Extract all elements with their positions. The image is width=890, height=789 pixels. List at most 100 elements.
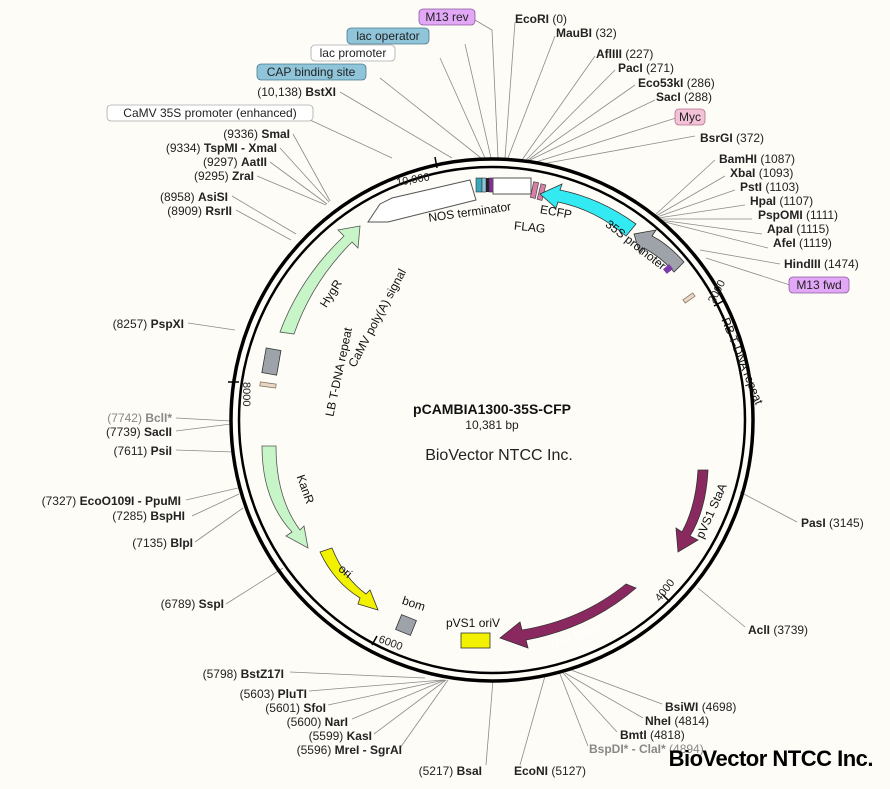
enzyme-zrai: (9295) ZraI [194,169,254,183]
enzyme-econi: EcoNI (5127) [514,764,586,778]
enzyme-paci: PacI (271) [618,61,674,75]
enzyme-pspxi: (8257) PspXI [113,317,184,331]
enzyme-saci: SacI (288) [656,90,712,104]
enzyme-tspmi-xmai: (9334) TspMI - XmaI [166,141,277,155]
enzyme-bamhi: BamHI (1087) [719,152,795,166]
lac-operator-tag: lac operator [356,29,419,43]
ecfp-arrow [539,183,637,237]
enzyme-rsrii: (8909) RsrII [167,204,232,218]
bom-box [395,614,417,636]
enzyme-bstxi: (10,138) BstXI [257,85,336,99]
enzyme-pspomi: PspOMI (1111) [758,208,838,222]
enzyme-blpi: (7135) BlpI [132,536,193,550]
enzyme-labels-right: EcoRI (0) MauBI (32) AflIII (227) PacI (… [514,12,864,778]
bom-label: bom [400,593,427,614]
enzyme-xbai: XbaI (1093) [730,166,793,180]
enzyme-psti: PstI (1103) [740,180,799,194]
lac-promoter-tag: lac promoter [320,46,387,60]
enzyme-nhei: NheI (4814) [645,714,709,728]
tick-2000-mark [713,299,726,307]
m13-fwd-tag: M13 fwd [796,278,841,292]
enzyme-apai: ApaI (1115) [767,222,829,236]
cap-binding-box [475,177,483,193]
enzyme-ecori: EcoRI (0) [515,12,567,26]
tick-4000-mark [661,593,671,603]
enzyme-bsiwi: BsiWI (4698) [665,700,736,714]
myc-tag-box [674,108,706,126]
enzyme-bstz17i: (5798) BstZ17I [203,667,284,681]
top-tags: M13 rev lac operator lac promoter CAP bi… [106,8,850,294]
enzyme-kasi: (5599) KasI [309,729,372,743]
enzyme-nari: (5600) NarI [287,715,348,729]
enzyme-labels-left: (5217) BsaI (5596) MreI - SgrAI (5599) K… [42,85,482,778]
plasmid-size: 10,381 bp [465,418,519,432]
m13-fwd-tag-box [788,276,850,294]
enzyme-afei: AfeI (1119) [773,236,832,250]
pvs1-staa-arrow [675,469,709,553]
camv-35s-enh-tag: CaMV 35S promoter (enhanced) [123,106,296,120]
backbone-outer [229,157,755,683]
center-company: BioVector NTCC Inc. [425,447,573,464]
enzyme-bspdi-clai: BspDI* - ClaI* (4894) [589,742,704,756]
tick-8000-label: 8000 [240,382,252,406]
tick-6000-mark [371,635,378,646]
pvs1-oriv-label: pVS1 oriV [446,616,500,630]
enzyme-bsphi: (7285) BspHI [112,509,185,523]
myc-tag: Myc [679,110,701,124]
pvs1-repa-arrow [499,583,637,649]
m13-rev-box [488,177,494,193]
flag-box [529,181,540,199]
enzyme-sspi: (6789) SspI [161,597,224,611]
mcs-box [492,177,532,195]
enzyme-pasi: PasI (3145) [801,516,864,530]
hindiii-site-box [663,264,673,274]
tick-10000-mark [434,156,438,169]
enzyme-bsai: (5217) BsaI [419,764,482,778]
features [259,177,709,649]
hygr-arrow [279,225,361,335]
cap-binding-tag-box [256,63,367,81]
center-text: pCAMBIA1300-35S-CFP 10,381 bp BioVector … [413,401,573,464]
backbone-inner [237,165,747,675]
lb-tdna-box [259,381,277,389]
ori-arrow [319,547,379,611]
enzyme-pluti: (5603) PluTI [240,687,307,701]
m13-rev-tag-box [418,8,476,26]
nos-terminator-arrow [367,179,477,223]
tick-10000-label: 10,000 [395,171,430,189]
camv-35s-enh-tag-box [106,104,314,122]
watermark: BioVector NTCC Inc. [669,746,873,771]
enzyme-maubi: MauBI (32) [556,26,617,40]
leader-lines [175,19,798,766]
enzyme-afliii: AflIII (227) [596,47,653,61]
m13-rev-tag: M13 rev [425,10,468,24]
plasmid-name: pCAMBIA1300-35S-CFP [413,401,571,417]
lac-promoter-tag-box [310,44,396,62]
enzyme-bcli: (7742) BclI* [107,411,172,425]
camv-polya-box [261,347,282,376]
lac-promoter-box [486,178,489,192]
flag-label: FLAG [513,219,546,236]
enzyme-smai: (9336) SmaI [223,127,290,141]
enzyme-sfoi: (5601) SfoI [265,701,326,715]
enzyme-bsrgi: BsrGI (372) [700,131,764,145]
enzyme-sacii: (7739) SacII [106,425,172,439]
rb-tdna-box [682,292,696,304]
enzyme-hpai: HpaI (1107) [750,194,813,208]
enzyme-aatii: (9297) AatII [203,155,267,169]
pvs1-oriv-box [460,632,491,649]
cap-binding-tag: CAP binding site [267,65,356,79]
enzyme-asisi: (8958) AsiSI [160,190,228,204]
lac-operator-box [481,177,487,193]
35s-promoter-arrow [633,229,685,273]
enzyme-hindiii: HindIII (1474) [784,257,859,271]
enzyme-acli: AclI (3739) [748,623,808,637]
enzyme-bmti: BmtI (4818) [620,728,685,742]
kanr-arrow [261,445,309,549]
enzyme-eco53ki: Eco53kI (286) [638,76,715,90]
enzyme-ecoo109i-ppumi: (7327) EcoO109I - PpuMI [42,494,181,508]
ecfp-label: ECFP [539,202,573,221]
enzyme-psii: (7611) PsiI [114,444,173,458]
